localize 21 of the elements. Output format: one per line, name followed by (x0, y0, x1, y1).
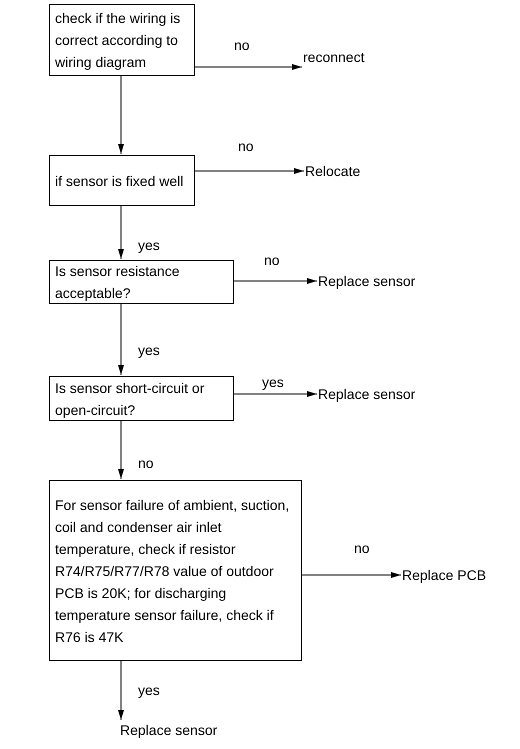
arrow (118, 660, 124, 720)
action-text: Replace sensor (318, 385, 428, 403)
action-text: Replace sensor (318, 272, 428, 290)
arrow (302, 572, 402, 578)
arrow (194, 168, 304, 174)
arrow (234, 278, 318, 284)
arrow (118, 76, 124, 154)
arrow (118, 206, 124, 260)
decision-box: check if the wiring is correct according to wiring diagram (49, 4, 195, 76)
decision-box: if sensor is fixed well (49, 155, 195, 206)
arrow (118, 304, 124, 376)
action-text: Replace PCB (402, 566, 497, 584)
action-text: reconnect (303, 48, 383, 66)
decision-box: Is sensor short-circuit or open-circuit? (49, 376, 234, 421)
arrow (234, 391, 318, 397)
decision-box: For sensor failure of ambient, suction, coil and condenser air inlet temperature, check if resistor R74/R75/R77/R78 value of outdoor PCB is 20K; for discharging temperature sensor failure, check if R76 is 47K (49, 480, 302, 661)
arrow (194, 64, 302, 70)
decision-box: Is sensor resistance acceptable? (49, 260, 234, 304)
action-text: Relocate (305, 162, 375, 180)
arrow (118, 420, 124, 480)
action-text: Replace sensor (120, 721, 230, 739)
